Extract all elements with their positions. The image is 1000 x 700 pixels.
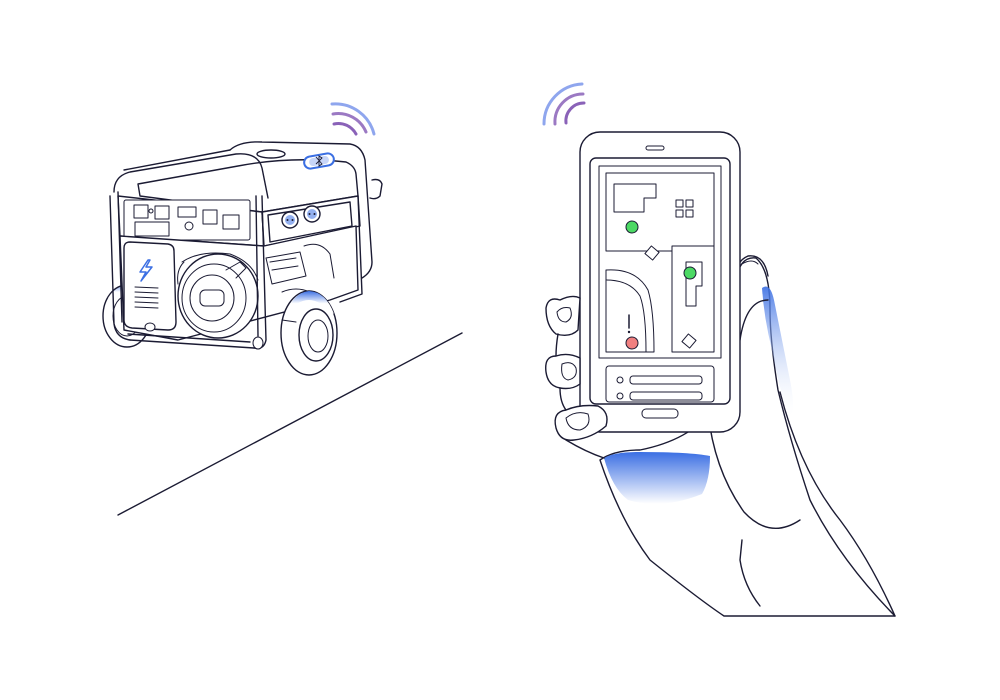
floor-line [117,332,463,516]
generator-signal-icon [330,102,376,136]
status-dot-red [625,336,639,350]
status-dot-green-1 [625,220,639,234]
battery-panel [123,241,177,331]
hand-fingers [545,295,608,459]
phone-screen-list [605,365,715,403]
portable-generator [102,141,383,376]
hand-holding-phone [599,255,896,617]
exclamation-icon [627,314,631,334]
bluetooth-icon [303,152,335,170]
smartphone [579,131,741,433]
phone-screen-map [598,165,722,359]
engine-recoil-starter [177,252,259,339]
status-dot-green-2 [683,266,697,280]
front-wheel-right [280,290,338,376]
home-button [641,408,679,419]
phone-signal-icon [542,82,586,126]
lightning-bolt-icon [139,259,153,282]
